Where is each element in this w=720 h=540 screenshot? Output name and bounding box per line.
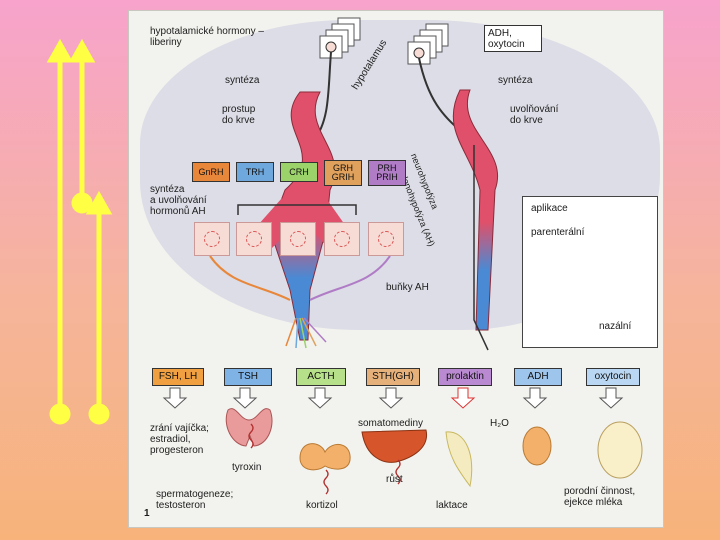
label-parenteralni: parenterální xyxy=(531,227,585,238)
target-laktace: laktace xyxy=(436,500,468,511)
title-liberins: liberiny xyxy=(150,37,182,48)
arrow-oxytocin xyxy=(598,387,624,409)
label-a-uvolnovani: a uvolňování xyxy=(150,195,207,206)
target-testosteron: testosteron xyxy=(156,500,206,511)
kidney-organ xyxy=(522,426,552,466)
target-ejekce-mleka: ejekce mléka xyxy=(564,497,623,508)
hormone-crh: CRH xyxy=(280,162,318,182)
label-synteza-ah: syntéza xyxy=(150,184,185,195)
target-zrani: zrání vajíčka; xyxy=(150,423,209,434)
yellow-dot-2 xyxy=(71,192,93,214)
target-somatomediny: somatomediny xyxy=(358,418,424,429)
uterus-organ xyxy=(597,421,643,479)
hormone-prh-prih: PRH PRIH xyxy=(368,160,406,186)
thyroid-organ xyxy=(225,408,273,447)
yellow-arrowhead-1 xyxy=(46,38,74,63)
application-box: aplikace parenterální nazální xyxy=(522,196,658,348)
arrow-fsh xyxy=(162,387,188,409)
label-oxytocin: oxytocin xyxy=(488,39,525,50)
arrow-adh xyxy=(522,387,548,409)
label-adh: ADH, xyxy=(488,28,512,39)
vessel-right xyxy=(452,89,498,331)
hormone-prolaktin: prolaktin xyxy=(438,368,492,386)
ah-cell-1 xyxy=(194,222,230,256)
figure-number: 1 xyxy=(144,508,150,519)
label-aplikace: aplikace xyxy=(531,203,568,214)
label-nazalni: nazální xyxy=(599,321,632,332)
ah-cell-3 xyxy=(280,222,316,256)
hormone-adh: ADH xyxy=(514,368,562,386)
target-estradiol: estradiol, xyxy=(150,434,191,445)
target-spermatogeneze: spermatogeneze; xyxy=(156,489,234,500)
adh-oxytocin-box: ADH, oxytocin xyxy=(484,25,542,52)
hormone-tsh: TSH xyxy=(224,368,272,386)
hormone-acth: ACTH xyxy=(296,368,346,386)
portal-vessel-left xyxy=(269,91,336,341)
ah-cell-5 xyxy=(368,222,404,256)
label-prostup: prostup xyxy=(222,104,256,115)
adrenal-organ xyxy=(299,443,351,471)
yellow-arrowhead-3 xyxy=(85,190,113,215)
label-do-krve-left: do krve xyxy=(222,115,255,126)
target-progesteron: progesteron xyxy=(150,445,204,456)
hormone-gnrh: GnRH xyxy=(192,162,230,182)
target-kortizol: kortizol xyxy=(306,500,338,511)
title-hypothalamic-hormones: hypotalamické hormony – xyxy=(150,26,264,37)
yellow-dot-3 xyxy=(88,403,110,425)
liver-organ xyxy=(361,429,428,463)
label-bunky-ah: buňky AH xyxy=(386,282,429,293)
hormone-trh: TRH xyxy=(236,162,274,182)
arrow-tsh xyxy=(232,387,258,409)
target-rust: růst xyxy=(386,474,403,485)
hormone-sth: STH(GH) xyxy=(366,368,420,386)
label-hormonu-ah: hormonů AH xyxy=(150,206,206,217)
target-porodni-cinnost: porodní činnost, xyxy=(564,486,636,497)
target-tyroxin: tyroxin xyxy=(232,462,262,473)
breast-organ xyxy=(445,431,473,488)
hormone-grh-grih: GRH GRIH xyxy=(324,160,362,186)
label-synteza-left: syntéza xyxy=(225,75,260,86)
hormone-oxytocin: oxytocin xyxy=(586,368,640,386)
arrow-prolaktin xyxy=(450,387,476,409)
arrow-sth xyxy=(378,387,404,409)
yellow-dot-1 xyxy=(49,403,71,425)
arrow-acth xyxy=(307,387,333,409)
target-h2o: H₂O xyxy=(490,418,509,429)
slide-arrows xyxy=(46,38,113,425)
ah-cell-2 xyxy=(236,222,272,256)
hormone-fsh-lh: FSH, LH xyxy=(152,368,204,386)
label-synteza-right: syntéza xyxy=(498,75,533,86)
ah-cell-4 xyxy=(324,222,360,256)
yellow-arrowhead-2 xyxy=(68,38,96,63)
label-uvolnovani: uvolňování xyxy=(510,104,559,115)
label-do-krve-right: do krve xyxy=(510,115,543,126)
